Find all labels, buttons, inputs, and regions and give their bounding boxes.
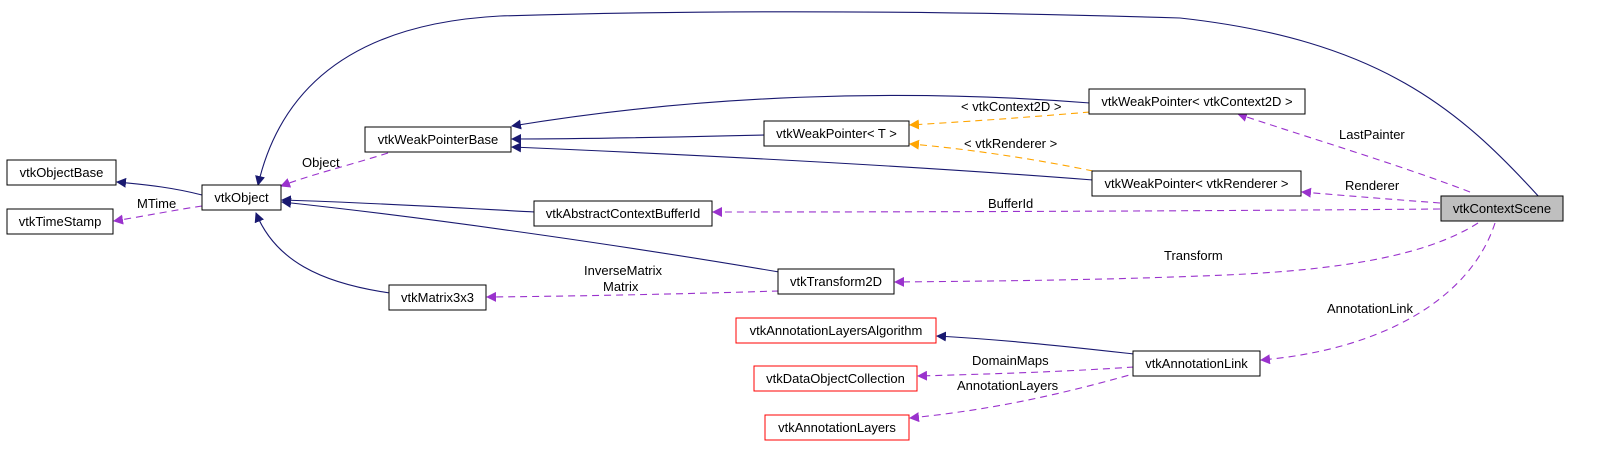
edge-scene-bufferid <box>712 206 1441 217</box>
edges <box>113 11 1541 423</box>
edge-link-annotationlayers <box>909 371 1141 423</box>
edge-matrix3x3-to-object <box>254 212 391 294</box>
node-vtkcontextscene[interactable]: vtkContextScene <box>1440 195 1564 222</box>
edge-wpcontext2d-template <box>909 111 1091 130</box>
edge-wprenderer-to-wpbase <box>511 142 1094 181</box>
node-label: vtkAbstractContextBufferId <box>546 206 700 221</box>
edge-scene-annotationlink <box>1260 222 1496 365</box>
node-label: vtkMatrix3x3 <box>401 290 474 305</box>
edge-scene-renderer <box>1301 187 1441 204</box>
node-vtkweakpointer-context2d[interactable]: vtkWeakPointer< vtkContext2D > <box>1088 88 1306 115</box>
nodes: vtkObjectBase vtkTimeStamp vtkObject vtk… <box>6 88 1564 441</box>
label-renderer-template: < vtkRenderer > <box>964 136 1057 151</box>
node-label: vtkObject <box>214 190 269 205</box>
node-vtktimestamp[interactable]: vtkTimeStamp <box>6 208 114 235</box>
edge-contextscene-to-object <box>255 11 1541 199</box>
node-vtkweakpointerbase[interactable]: vtkWeakPointerBase <box>364 126 512 153</box>
node-vtkabstractcontextbufferid[interactable]: vtkAbstractContextBufferId <box>533 200 713 227</box>
node-vtkweakpointer-t[interactable]: vtkWeakPointer< T > <box>763 120 910 147</box>
edge-labels: MTime Object < vtkContext2D > < vtkRende… <box>137 99 1414 393</box>
edge-annotationlink-to-layersalgorithm <box>936 331 1135 355</box>
node-label: vtkContextScene <box>1453 201 1551 216</box>
edge-abstractbufferid-to-object <box>281 195 536 213</box>
edge-wpbase-object <box>280 152 389 188</box>
label-bufferid: BufferId <box>988 196 1033 211</box>
edge-scene-lastpainter <box>1237 112 1471 193</box>
label-context2d-template: < vtkContext2D > <box>961 99 1061 114</box>
node-vtkannotationlink[interactable]: vtkAnnotationLink <box>1132 350 1261 377</box>
node-label: vtkTransform2D <box>790 274 882 289</box>
node-vtkannotationlayers[interactable]: vtkAnnotationLayers <box>764 414 910 441</box>
label-annotationlayers: AnnotationLayers <box>957 378 1059 393</box>
label-object: Object <box>302 155 340 170</box>
label-lastpainter: LastPainter <box>1339 127 1405 142</box>
label-mtime: MTime <box>137 196 176 211</box>
node-label: vtkAnnotationLink <box>1145 356 1248 371</box>
label-renderer: Renderer <box>1345 178 1400 193</box>
node-label: vtkWeakPointer< vtkRenderer > <box>1104 176 1288 191</box>
label-annotationlink: AnnotationLink <box>1327 301 1414 316</box>
node-vtkannotationlayersalgorithm[interactable]: vtkAnnotationLayersAlgorithm <box>735 317 937 344</box>
node-label: vtkWeakPointer< vtkContext2D > <box>1101 94 1292 109</box>
label-matrix: Matrix <box>603 279 639 294</box>
edge-transform-matrix <box>486 290 780 302</box>
node-label: vtkWeakPointer< T > <box>776 126 897 141</box>
node-vtkweakpointer-renderer[interactable]: vtkWeakPointer< vtkRenderer > <box>1091 170 1302 197</box>
node-vtkmatrix3x3[interactable]: vtkMatrix3x3 <box>388 284 487 311</box>
node-label: vtkWeakPointerBase <box>378 132 498 147</box>
node-label: vtkAnnotationLayers <box>778 420 896 435</box>
node-vtkdataobjectcollection[interactable]: vtkDataObjectCollection <box>753 365 918 392</box>
node-vtkobjectbase[interactable]: vtkObjectBase <box>6 159 117 186</box>
edge-wprenderer-template <box>909 139 1094 172</box>
label-transform: Transform <box>1164 248 1223 263</box>
edge-link-domainmaps <box>917 366 1135 381</box>
node-label: vtkObjectBase <box>20 165 104 180</box>
label-domainmaps: DomainMaps <box>972 353 1049 368</box>
node-label: vtkTimeStamp <box>19 214 102 229</box>
node-label: vtkDataObjectCollection <box>766 371 905 386</box>
edge-wpt-to-wpbase <box>511 133 766 144</box>
edge-transform2d-to-object <box>281 197 780 273</box>
node-vtkobject[interactable]: vtkObject <box>201 184 282 211</box>
label-inversematrix: InverseMatrix <box>584 263 663 278</box>
node-label: vtkAnnotationLayersAlgorithm <box>750 323 923 338</box>
node-vtktransform2d[interactable]: vtkTransform2D <box>777 268 895 295</box>
edge-wpcontext2d-to-wpbase <box>511 94 1091 130</box>
edge-scene-transform <box>894 222 1479 287</box>
edge-object-to-objectbase <box>116 177 203 196</box>
